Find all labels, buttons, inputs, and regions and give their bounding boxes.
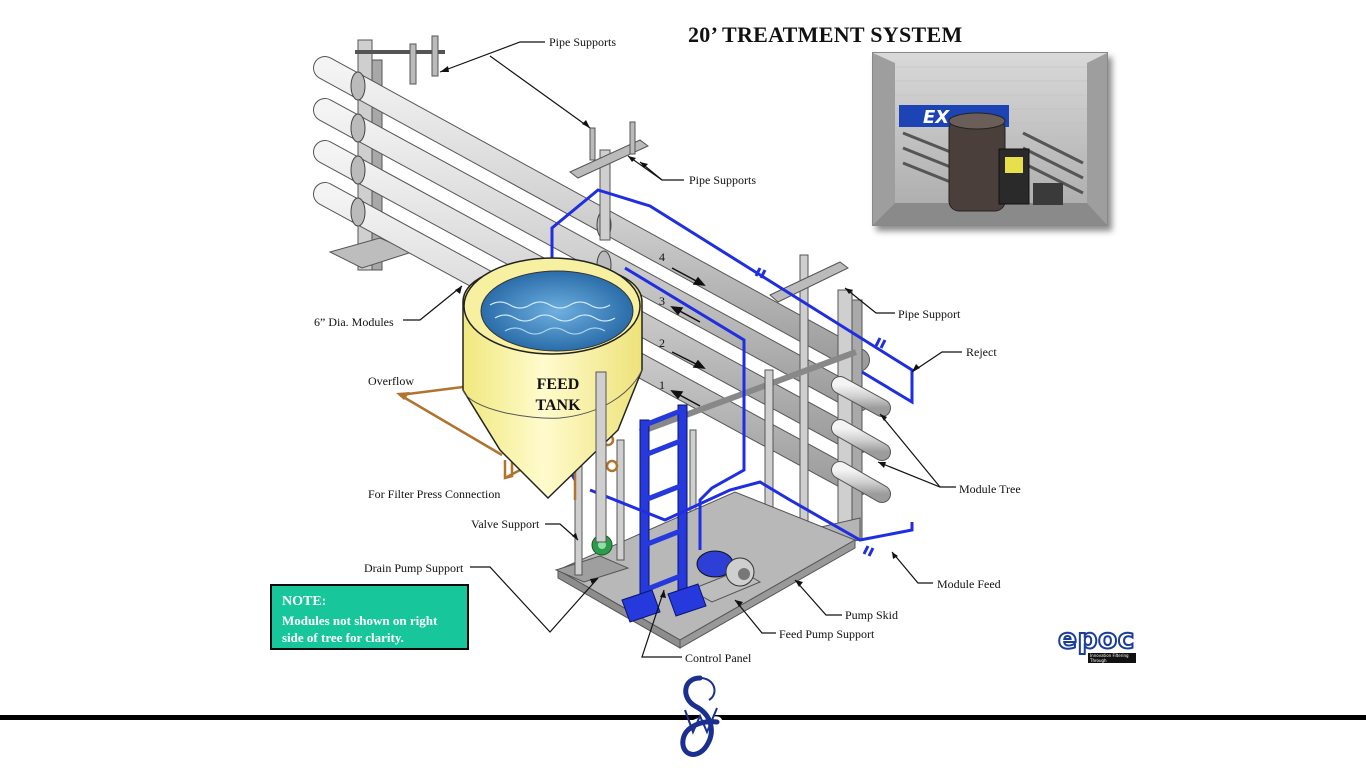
photo-image: EX [873,53,1107,225]
diagram-title: 20’ TREATMENT SYSTEM [688,22,963,47]
filter-press-label: For Filter Press Connection [368,487,501,501]
drain-pump-support-label: Drain Pump Support [364,561,464,575]
tank-support-leg [595,371,607,543]
treatment-system-photo: EX [872,52,1108,226]
epoc-logo: epoc Innovation Filtering Through [1057,622,1138,666]
flow-arrows [670,267,706,407]
footer-rule [0,715,1366,720]
epoc-logo-word: epoc [1057,622,1135,655]
overflow-label: Overflow [368,374,414,388]
note-box: NOTE: Modules not shown on right side of… [270,584,469,650]
reject-label: Reject [966,345,997,359]
modules-label: 6” Dia. Modules [314,315,394,329]
monogram-logo [677,672,723,760]
feed-tank-line1: FEED [536,376,580,393]
photo-sign-text: EX [923,107,950,128]
overflow-arrowhead [396,392,410,400]
valve-support-label: Valve Support [471,517,540,531]
pipe-support-label-right: Pipe Support [898,307,961,321]
callout-lines [403,41,962,658]
module-tree-label: Module Tree [959,482,1021,496]
epoc-logo-tagline: Innovation Filtering Through [1088,653,1136,663]
module-number-3: 3 [659,294,665,308]
pipe-supports-label-mid: Pipe Supports [689,173,757,187]
callout-arrowheads [440,66,920,607]
feed-tank-label: FEED TANK [530,374,586,416]
module-number-2: 2 [659,336,665,350]
note-heading: NOTE: [282,594,327,609]
feed-pump [696,550,755,587]
feed-pump-support-label: Feed Pump Support [779,627,875,641]
control-panel [621,404,707,623]
pump-skid-label: Pump Skid [845,608,899,622]
module-feed-label: Module Feed [937,577,1001,591]
module-number-4: 4 [659,250,665,264]
pipe-supports-label-top: Pipe Supports [549,35,617,49]
control-panel-label: Control Panel [685,651,752,665]
module-number-1: 1 [659,378,665,392]
feed-tank-line2: TANK [535,397,581,414]
note-body: Modules not shown on right side of tree … [282,613,438,645]
